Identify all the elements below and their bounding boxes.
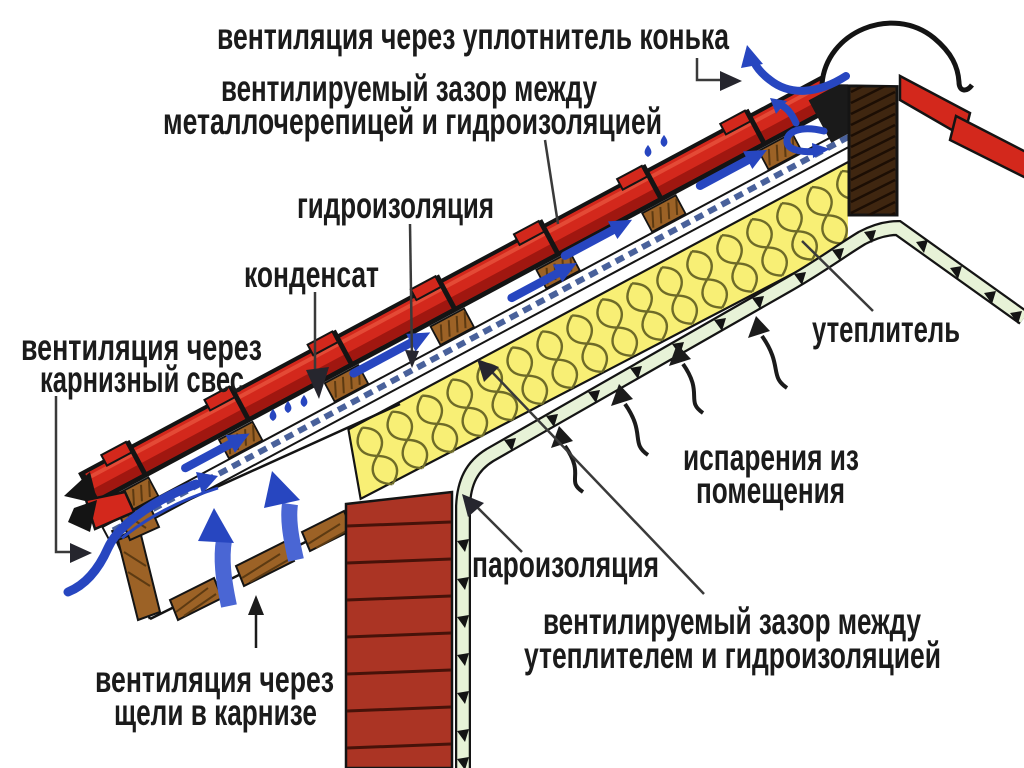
svg-text:гидроизоляция: гидроизоляция [297, 185, 494, 226]
svg-text:утеплителем и гидроизоляцией: утеплителем и гидроизоляцией [524, 635, 941, 676]
svg-text:конденсат: конденсат [244, 254, 379, 295]
svg-text:вентиляция через: вентиляция через [95, 659, 334, 700]
svg-text:вентилируемый зазор между: вентилируемый зазор между [221, 68, 597, 109]
svg-text:металлочерепицей и гидроизоляц: металлочерепицей и гидроизоляцией [163, 101, 662, 142]
svg-text:пароизоляция: пароизоляция [472, 544, 659, 585]
svg-text:вентиляция через: вентиляция через [21, 327, 262, 368]
svg-text:вентиляция через уплотнитель к: вентиляция через уплотнитель конька [217, 16, 729, 57]
svg-text:карнизный свес: карнизный свес [40, 359, 244, 400]
svg-text:помещения: помещения [696, 470, 845, 511]
svg-text:вентилируемый зазор между: вентилируемый зазор между [543, 601, 921, 642]
svg-text:щели в карнизе: щели в карнизе [114, 692, 317, 733]
svg-text:испарения из: испарения из [683, 437, 859, 478]
svg-text:утеплитель: утеплитель [812, 309, 960, 350]
